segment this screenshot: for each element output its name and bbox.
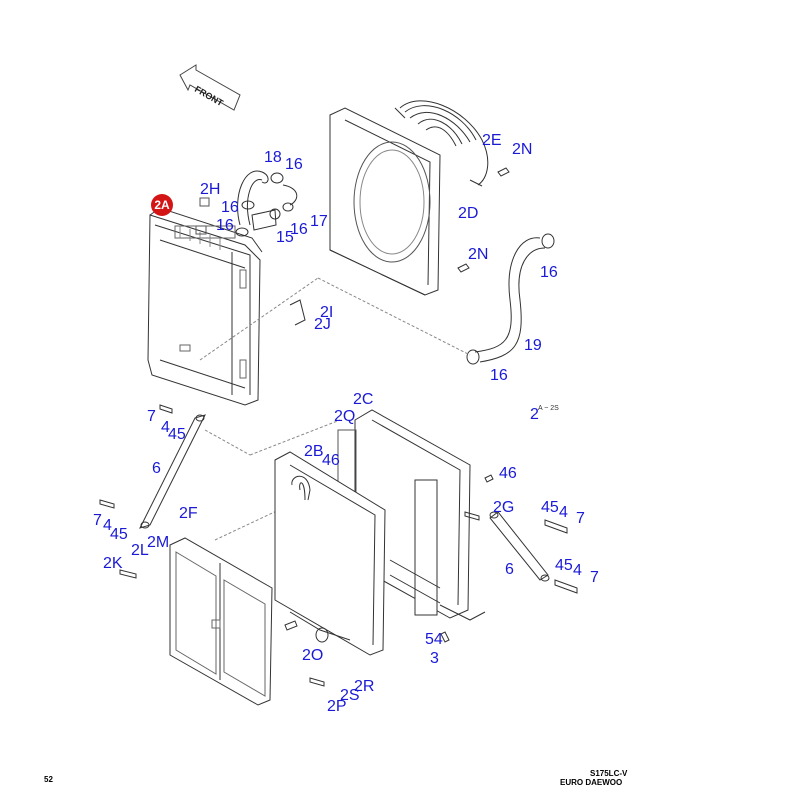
label-15: 15 [276,229,294,246]
page-number: 52 [44,775,53,784]
label-6-a: 6 [152,460,161,477]
label-2j: 2J [314,316,331,333]
label-2r: 2R [354,678,375,695]
brand-name: EURO DAEWOO [560,778,623,787]
label-2l: 2L [131,542,149,559]
lower-hose [467,234,554,364]
label-16-a: 16 [285,156,303,173]
bolts [290,168,509,482]
label-2: 2 [530,406,539,423]
radiator-core [148,208,262,405]
label-2b: 2B [304,443,324,460]
label-2o: 2O [302,647,324,664]
label-2m: 2M [147,534,170,551]
label-45-c: 45 [110,526,128,543]
label-2i: 2I [320,304,334,321]
stay-rod-right [310,512,577,686]
guide-lines [200,278,470,540]
note-range: A ~ 2S [538,405,559,412]
label-16-e: 16 [540,264,558,281]
label-4-a: 4 [161,419,170,436]
label-2p: 2P [327,698,347,715]
label-45-a: 45 [168,426,186,443]
fan-guard [395,101,488,186]
fan-shroud [330,108,440,295]
label-3: 3 [430,650,439,667]
model-name: S175LC-V [590,769,628,778]
label-2n-b: 2N [468,246,489,263]
label-46-b: 46 [499,465,517,482]
oil-cooler [275,452,385,655]
callout-badge-2a: 2A [151,194,173,216]
label-17: 17 [310,213,328,230]
label-4-c: 4 [103,517,112,534]
label-2s: 2S [340,687,360,704]
label-16-d: 16 [290,221,308,238]
label-2c: 2C [353,391,374,408]
label-7-a: 7 [147,408,156,425]
label-45-d: 45 [555,557,573,574]
label-4-b: 4 [559,504,568,521]
label-2e: 2E [482,132,502,149]
label-16-c: 16 [216,217,234,234]
label-18: 18 [264,149,282,166]
label-16-f: 16 [490,367,508,384]
label-7-c: 7 [93,512,102,529]
front-arrow-icon [180,65,240,110]
label-2f: 2F [179,505,198,522]
label-6-b: 6 [505,561,514,578]
upper-hoses [200,171,297,236]
label-16-b: 16 [221,199,239,216]
access-door [170,538,272,705]
stay-rod-left [100,405,205,578]
label-2g: 2G [493,499,515,516]
label-2d: 2D [458,205,479,222]
label-54: 54 [425,631,443,648]
label-19: 19 [524,337,542,354]
label-2q: 2Q [334,408,356,425]
label-4-d: 4 [573,562,582,579]
label-2h: 2H [200,181,221,198]
label-45-b: 45 [541,499,559,516]
label-7-d: 7 [590,569,599,586]
label-46-a: 46 [322,452,340,469]
label-2n-a: 2N [512,141,533,158]
label-7-b: 7 [576,510,585,527]
label-2k: 2K [103,555,123,572]
